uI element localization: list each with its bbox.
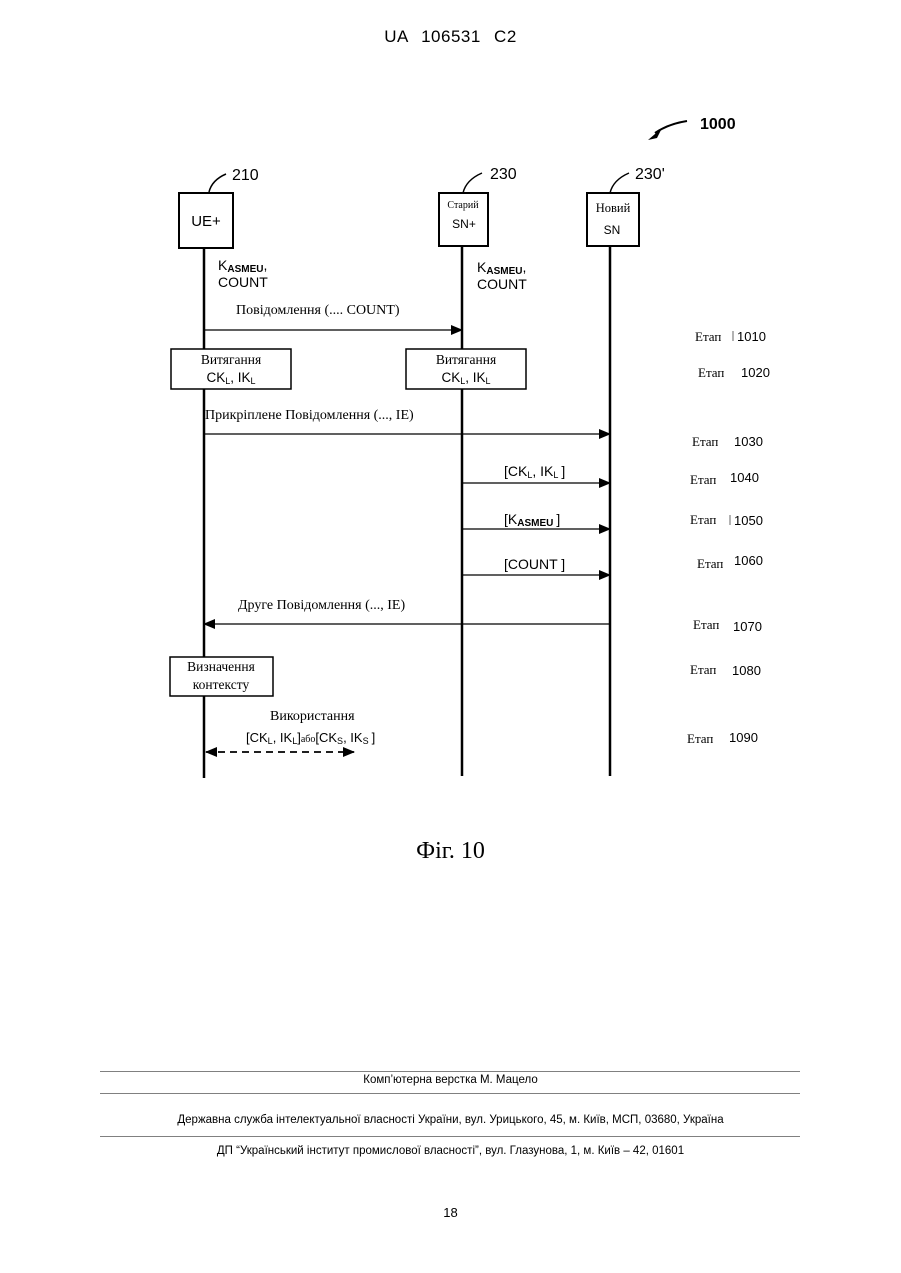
footer-divider-bottom bbox=[100, 1136, 800, 1137]
svg-text:1080: 1080 bbox=[732, 663, 761, 678]
svg-text:Етап: Етап bbox=[692, 434, 718, 449]
message-1050: [KASMEU] bbox=[462, 511, 610, 529]
svg-text:Новий: Новий bbox=[596, 201, 631, 215]
step-1010: Етап 1010 bbox=[695, 329, 766, 344]
ue-key-labels: KASMEU, COUNT bbox=[218, 257, 268, 290]
svg-text:[CKL, IKL]: [CKL, IKL] bbox=[504, 463, 565, 480]
usage-message: Використання [CKL, IKL]або[CKS, IKS] bbox=[206, 709, 375, 752]
svg-text:Етап: Етап bbox=[698, 365, 724, 380]
old-sn-key-labels: KASMEU, COUNT bbox=[477, 259, 527, 292]
step-1040: Етап 1040 bbox=[690, 470, 759, 487]
svg-text:Прикріплене Повідомлення (...,: Прикріплене Повідомлення (..., IE) bbox=[205, 408, 414, 423]
svg-text:1030: 1030 bbox=[734, 434, 763, 449]
svg-text:Використання: Використання bbox=[270, 709, 355, 724]
footer-agency: Державна служба інтелектуальної власност… bbox=[0, 1114, 901, 1126]
svg-text:SN: SN bbox=[604, 223, 621, 237]
svg-text:[CKL, IKL]або[CKS, IKS]: [CKL, IKL]або[CKS, IKS] bbox=[246, 730, 375, 746]
entity-ref-210: 210 bbox=[209, 167, 259, 192]
entity-box-new-sn: Новий SN bbox=[587, 193, 639, 246]
step-labels: Етап 1010 Етап 1020 Етап 1030 Етап 1040 … bbox=[687, 329, 770, 746]
svg-text:UE+: UE+ bbox=[191, 213, 221, 230]
step-1030: Етап 1030 bbox=[692, 434, 763, 449]
message-1040: [CKL, IKL] bbox=[462, 463, 610, 483]
svg-text:Етап: Етап bbox=[690, 512, 716, 527]
svg-text:Етап: Етап bbox=[697, 556, 723, 571]
entity-box-ue: UE+ bbox=[179, 193, 233, 248]
svg-text:Етап: Етап bbox=[690, 472, 716, 487]
svg-text:230: 230 bbox=[490, 166, 517, 183]
svg-text:CKL, IKL: CKL, IKL bbox=[206, 370, 255, 386]
svg-text:[KASMEU]: [KASMEU] bbox=[504, 511, 560, 529]
message-1010: Повідомлення (.... COUNT) bbox=[204, 303, 462, 330]
svg-text:Етап: Етап bbox=[695, 329, 721, 344]
derive-box-old-sn: Витягання CKL, IKL bbox=[406, 349, 526, 389]
sequence-diagram: 1000 210 230 230' UE+ Старий SN+ bbox=[0, 0, 901, 820]
svg-text:1090: 1090 bbox=[729, 730, 758, 745]
svg-text:Визначення: Визначення bbox=[187, 659, 255, 674]
svg-text:1040: 1040 bbox=[730, 470, 759, 485]
svg-text:1010: 1010 bbox=[737, 329, 766, 344]
svg-text:230': 230' bbox=[635, 166, 665, 183]
entity-box-old-sn: Старий SN+ bbox=[439, 193, 488, 246]
svg-text:Етап: Етап bbox=[693, 617, 719, 632]
svg-text:1060: 1060 bbox=[734, 553, 763, 568]
footer-layout-credit: Комп’ютерна верстка М. Мацело bbox=[0, 1074, 901, 1086]
derive-box-ue: Витягання CKL, IKL bbox=[171, 349, 291, 389]
message-1060: [COUNT ] bbox=[462, 556, 610, 575]
svg-text:контексту: контексту bbox=[193, 677, 250, 692]
footer-divider-top bbox=[100, 1071, 800, 1072]
figure-ref-1000: 1000 bbox=[648, 116, 736, 140]
step-1080: Етап 1080 bbox=[690, 662, 761, 678]
step-1070: Етап 1070 bbox=[693, 617, 762, 634]
svg-text:SN+: SN+ bbox=[452, 217, 476, 231]
step-1050: Етап 1050 bbox=[690, 512, 763, 528]
svg-text:Етап: Етап bbox=[687, 731, 713, 746]
context-box: Визначення контексту bbox=[170, 657, 273, 696]
svg-text:CKL, IKL: CKL, IKL bbox=[441, 370, 490, 386]
entity-ref-230: 230 bbox=[463, 166, 517, 193]
page-number: 18 bbox=[0, 1205, 901, 1220]
svg-text:Витягання: Витягання bbox=[201, 352, 261, 367]
entity-ref-230-prime: 230' bbox=[610, 166, 665, 193]
svg-text:1070: 1070 bbox=[733, 619, 762, 634]
svg-text:COUNT: COUNT bbox=[218, 274, 268, 290]
message-1030: Прикріплене Повідомлення (..., IE) bbox=[204, 408, 610, 434]
step-1060: Етап 1060 bbox=[697, 553, 763, 571]
svg-text:1020: 1020 bbox=[741, 365, 770, 380]
step-1090: Етап 1090 bbox=[687, 730, 758, 746]
svg-text:KASMEU,: KASMEU, bbox=[477, 259, 526, 277]
svg-text:1050: 1050 bbox=[734, 513, 763, 528]
svg-text:[COUNT ]: [COUNT ] bbox=[504, 556, 565, 572]
step-1020: Етап 1020 bbox=[698, 365, 770, 380]
figure-caption: Фіг. 10 bbox=[0, 838, 901, 865]
footer-institute: ДП “Український інститут промислової вла… bbox=[0, 1145, 901, 1157]
svg-text:Повідомлення (.... COUNT): Повідомлення (.... COUNT) bbox=[236, 303, 400, 318]
svg-text:COUNT: COUNT bbox=[477, 276, 527, 292]
svg-text:Витягання: Витягання bbox=[436, 352, 496, 367]
svg-text:Етап: Етап bbox=[690, 662, 716, 677]
svg-text:1000: 1000 bbox=[700, 116, 736, 133]
svg-text:210: 210 bbox=[232, 167, 259, 184]
svg-text:Друге Повідомлення (..., IE): Друге Повідомлення (..., IE) bbox=[238, 598, 405, 613]
svg-text:Старий: Старий bbox=[447, 200, 479, 211]
svg-text:KASMEU,: KASMEU, bbox=[218, 257, 267, 275]
footer-divider-middle bbox=[100, 1093, 800, 1094]
message-1070: Друге Повідомлення (..., IE) bbox=[204, 598, 610, 624]
